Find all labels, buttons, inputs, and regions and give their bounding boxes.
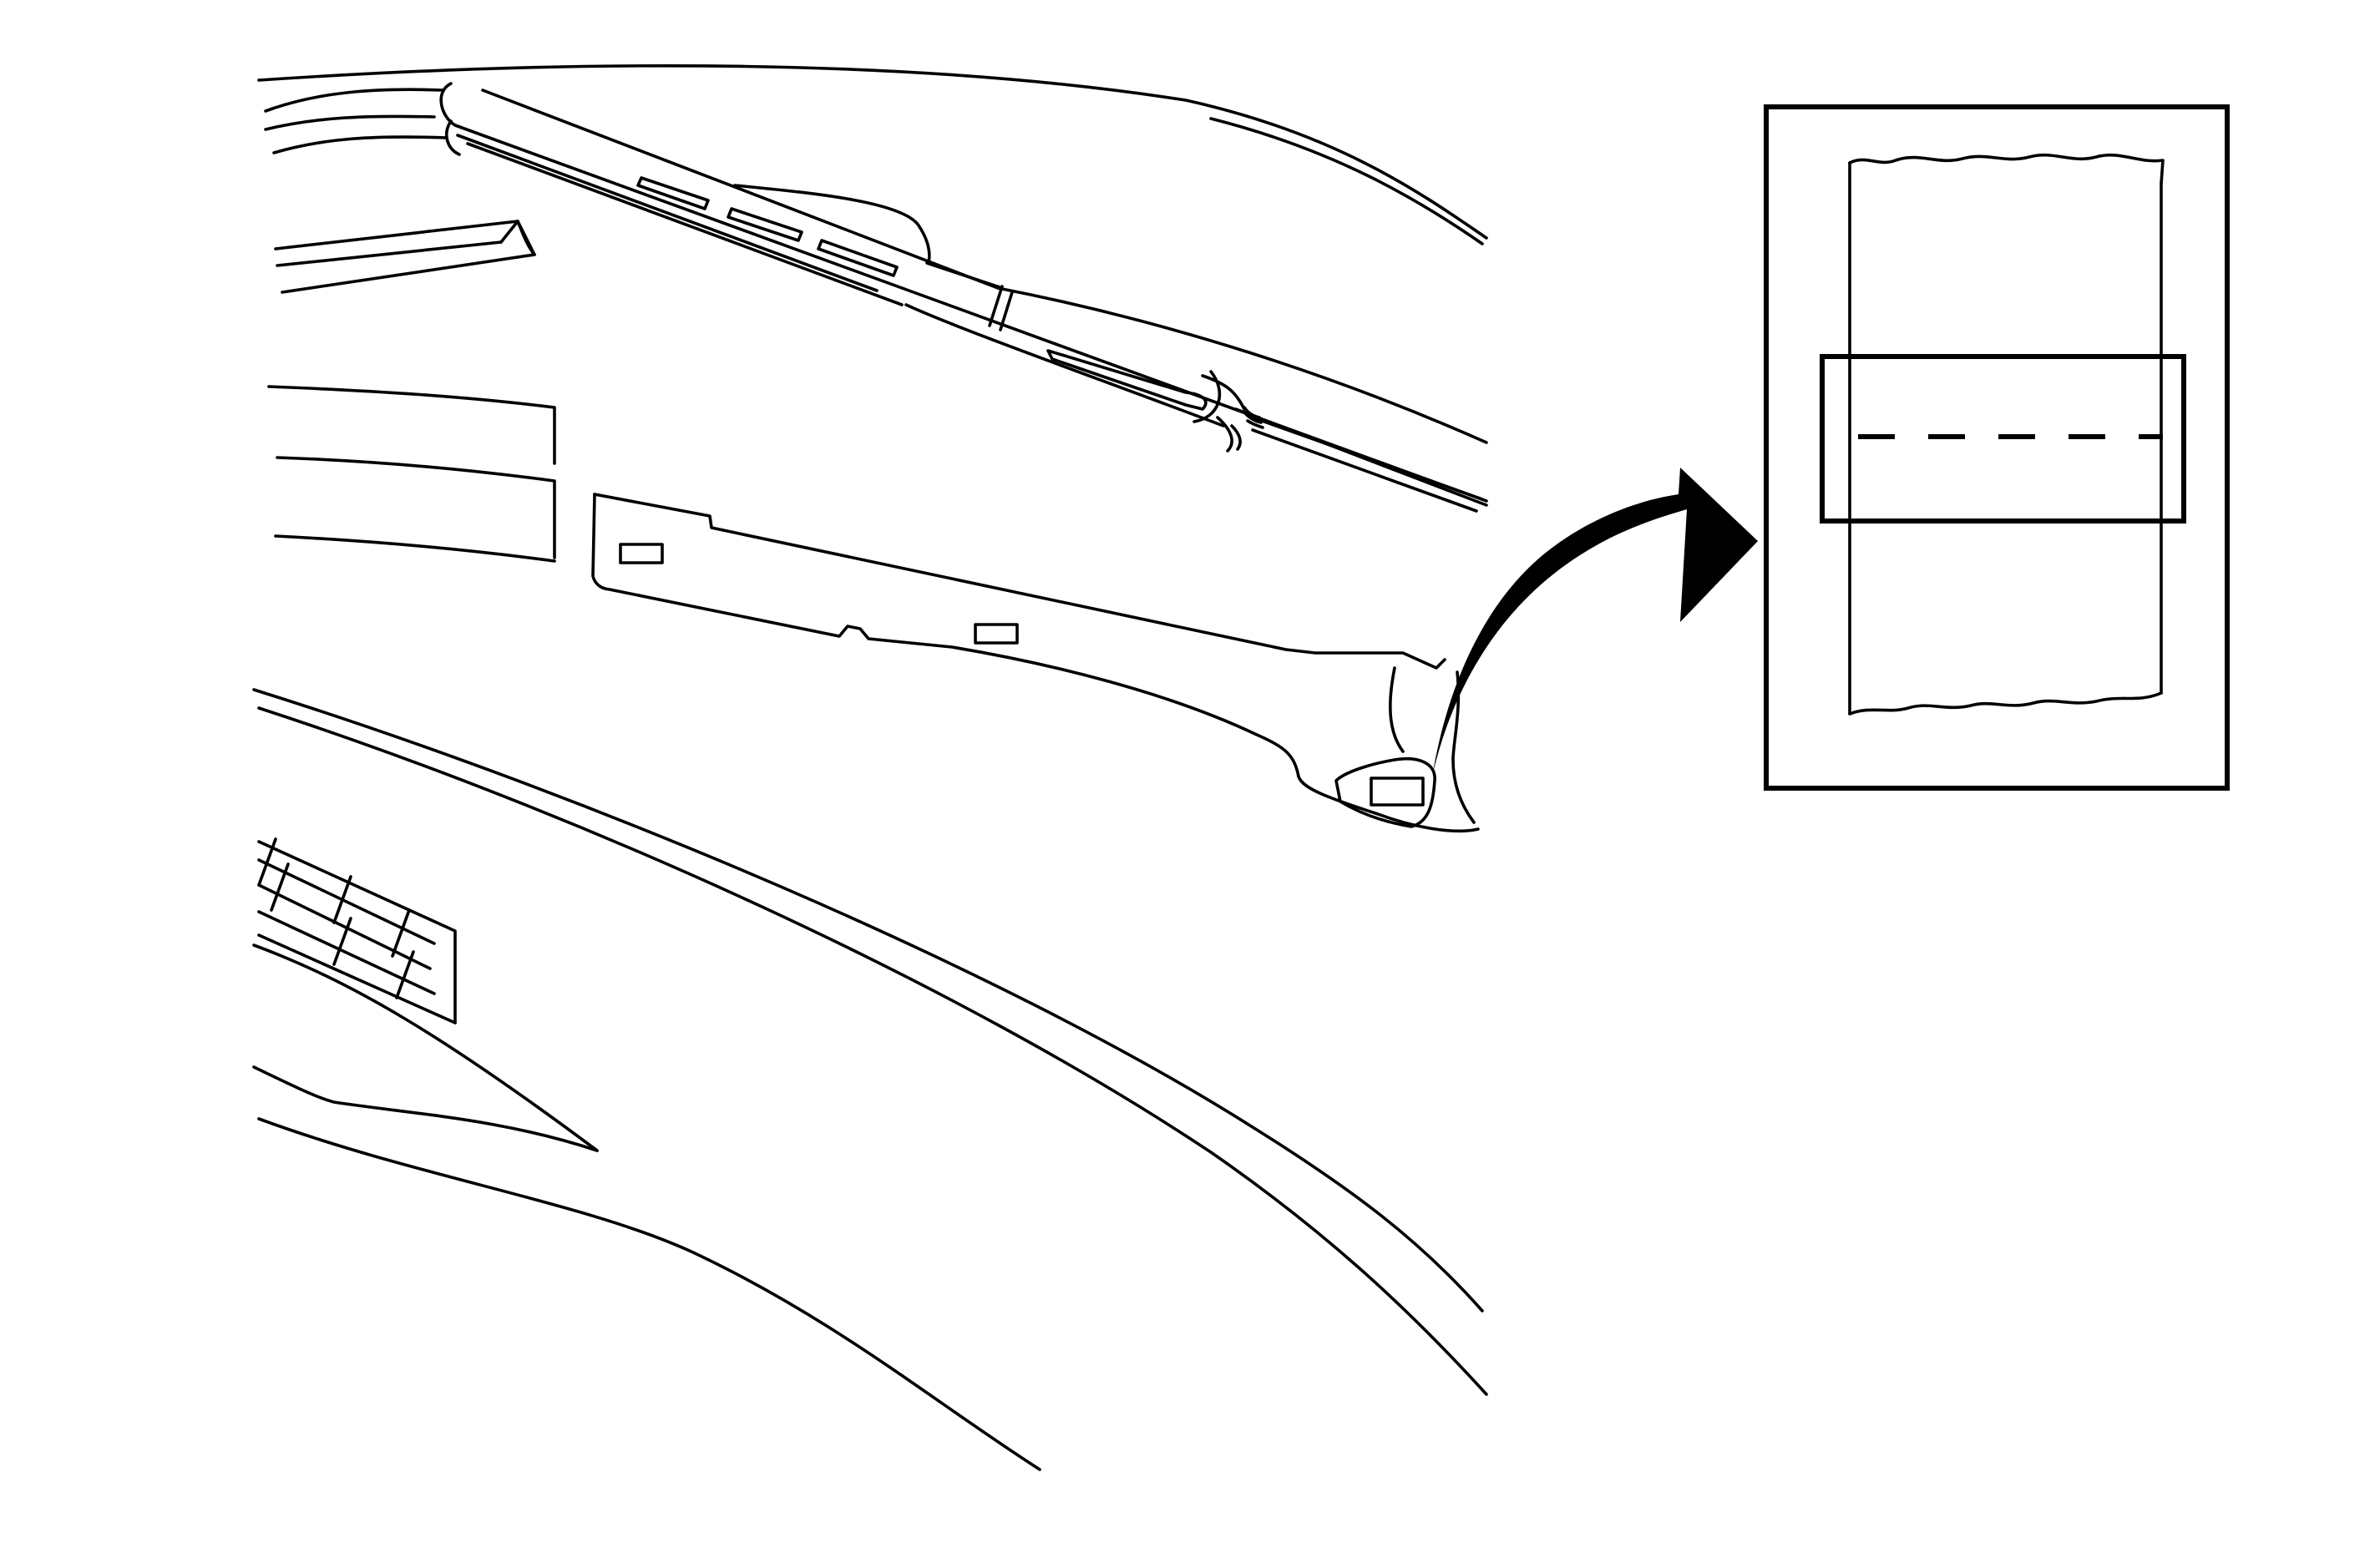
wiper-arm [264,82,1488,513]
cowl-panel [591,493,1480,833]
inset-frame [1764,104,2230,791]
curved-arrow-icon [1432,468,1758,776]
cowl-slot [619,543,664,564]
clip-band [1820,354,2186,524]
clip-location [1370,776,1425,807]
hood-vent [257,837,457,1024]
side-panel-lines [267,385,556,563]
windshield-edge [257,63,1488,245]
hood-edge [252,688,1488,1471]
inset-detail [1764,104,2230,791]
cowl-slot [974,623,1019,645]
wiper-blade-left [274,220,536,294]
